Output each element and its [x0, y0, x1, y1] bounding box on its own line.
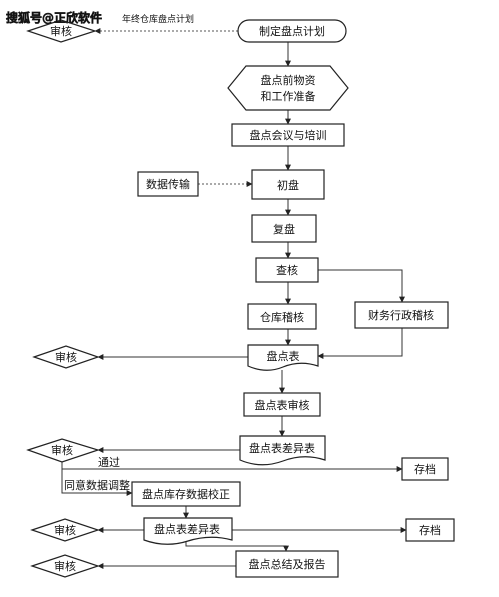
- node-review2-label: 审核: [55, 350, 77, 364]
- node-archive2-label: 存档: [419, 523, 441, 537]
- node-first-label: 初盘: [277, 178, 299, 192]
- edge-pass-label: 通过: [98, 456, 120, 469]
- node-archive1: 存档: [401, 457, 449, 481]
- edge-finance-to-sheet: [317, 328, 403, 359]
- edge-diff2-to-summary: [185, 541, 289, 552]
- node-data-transfer: 数据传输: [137, 171, 199, 197]
- watermark-text: 搜狐号@正欣软件: [6, 10, 102, 25]
- node-inv-correct-label: 盘点库存数据校正: [142, 487, 230, 501]
- node-plan-label: 制定盘点计划: [259, 24, 325, 38]
- node-recheck-label: 复盘: [273, 222, 295, 236]
- node-review4-label: 审核: [54, 523, 76, 537]
- node-review2: 审核: [32, 345, 100, 369]
- node-sheet-review-label: 盘点表审核: [255, 398, 310, 412]
- edge-agree-adjust-label: 同意数据调整: [64, 478, 130, 492]
- node-review1: 审核: [26, 19, 97, 43]
- node-review4: 审核: [30, 518, 100, 542]
- node-meeting: 盘点会议与培训: [231, 123, 345, 147]
- node-prep: 盘点前物资 和工作准备: [227, 65, 349, 111]
- node-prep-label-1: 盘点前物资: [261, 73, 316, 87]
- node-count-sheet: 盘点表: [247, 344, 319, 371]
- node-sheet-review: 盘点表审核: [243, 392, 321, 417]
- node-warehouse-verify: 仓库稽核: [247, 303, 317, 330]
- node-prep-label-2: 和工作准备: [261, 89, 316, 103]
- node-summary: 盘点总结及报告: [235, 550, 339, 578]
- node-first: 初盘: [251, 169, 325, 200]
- node-inv-correct: 盘点库存数据校正: [131, 481, 241, 507]
- node-review5: 审核: [30, 554, 100, 578]
- node-review3: 审核: [26, 438, 100, 463]
- node-summary-label: 盘点总结及报告: [249, 557, 326, 571]
- node-review3-label: 审核: [51, 443, 73, 457]
- node-diff-sheet2-label: 盘点表差异表: [154, 522, 220, 536]
- node-warehouse-verify-label: 仓库稽核: [260, 310, 304, 324]
- node-review5-label: 审核: [54, 559, 76, 573]
- node-diff-sheet2: 盘点表差异表: [143, 517, 233, 545]
- year-plan-label: 年终仓库盘点计划: [122, 13, 194, 25]
- edge-review3-to-correct: [61, 469, 133, 496]
- node-archive2: 存档: [405, 518, 455, 542]
- node-diff-sheet: 盘点表差异表: [239, 435, 326, 466]
- node-finance-verify-label: 财务行政稽核: [368, 308, 434, 322]
- node-archive1-label: 存档: [414, 462, 436, 476]
- node-count-sheet-label: 盘点表: [267, 349, 300, 363]
- node-plan: 制定盘点计划: [237, 19, 347, 43]
- node-data-transfer-label: 数据传输: [146, 177, 190, 191]
- edge-audit-to-finance: [318, 269, 405, 303]
- connectors: [61, 28, 407, 569]
- node-recheck: 复盘: [251, 214, 317, 243]
- node-audit: 查核: [255, 257, 319, 283]
- node-audit-label: 查核: [276, 263, 298, 277]
- node-finance-verify: 财务行政稽核: [354, 301, 449, 329]
- node-meeting-label: 盘点会议与培训: [250, 128, 327, 142]
- node-diff-sheet-label: 盘点表差异表: [249, 441, 315, 455]
- node-review1-label: 审核: [50, 24, 72, 38]
